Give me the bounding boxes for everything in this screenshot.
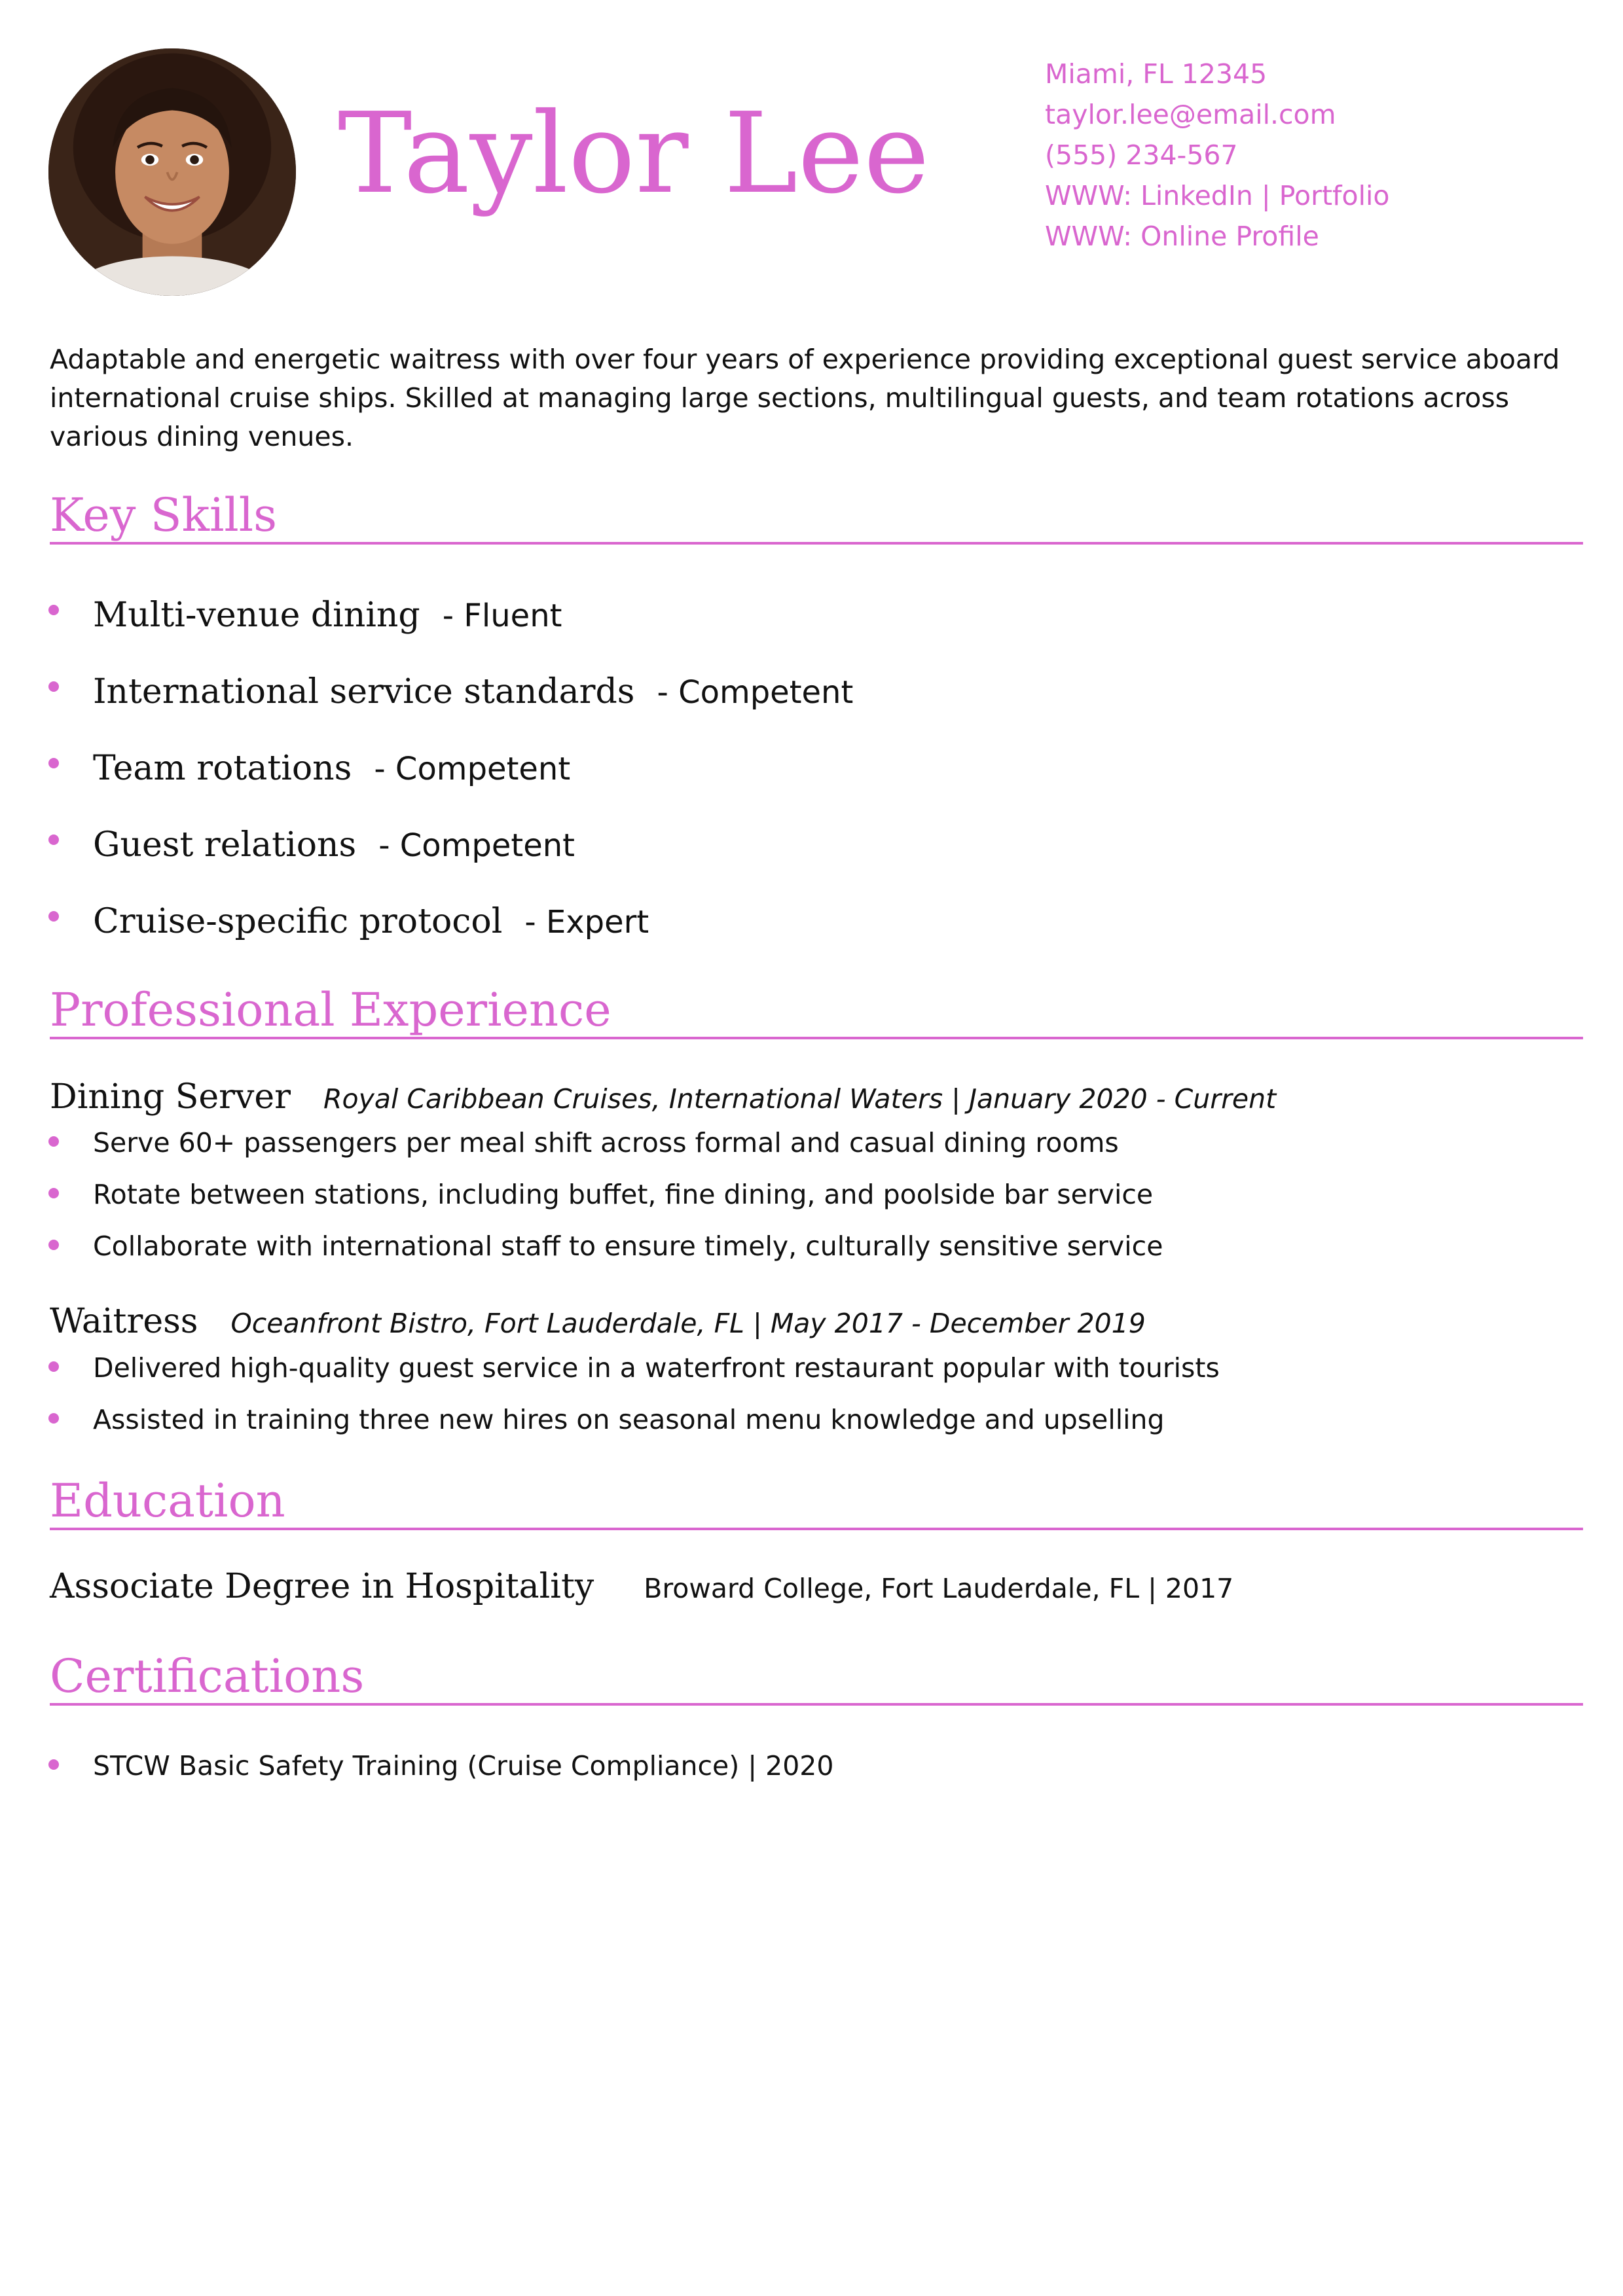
experience-divider — [50, 1037, 1583, 1039]
bullet-icon — [48, 1136, 59, 1147]
bullet-icon — [48, 834, 59, 845]
skill-name: Team rotations — [93, 749, 352, 788]
skill-level: - Competent — [378, 827, 575, 864]
job-bullet: Rotate between stations, including buffe… — [93, 1179, 1154, 1210]
contact-email[interactable]: taylor.lee@email.com — [1045, 99, 1336, 130]
job-bullet: Assisted in training three new hires on … — [93, 1404, 1165, 1435]
skill-name: Multi-venue dining — [93, 596, 420, 635]
job-bullet: Collaborate with international staff to … — [93, 1230, 1163, 1262]
education-entry: Associate Degree in Hospitality Broward C… — [50, 1570, 1233, 1604]
skill-item: International service standards - Compete… — [93, 675, 853, 709]
skill-level: - Competent — [657, 674, 854, 711]
experience-heading: Professional Experience — [50, 983, 611, 1037]
job-bullet: Serve 60+ passengers per meal shift acro… — [93, 1127, 1119, 1158]
contact-block: Miami, FL 12345 taylor.lee@email.com (55… — [1045, 54, 1582, 257]
bullet-icon — [48, 1413, 59, 1424]
summary-paragraph: Adaptable and energetic waitress with ov… — [50, 344, 1560, 452]
skill-level: - Competent — [374, 751, 571, 787]
skills-heading: Key Skills — [50, 488, 278, 542]
certification-item: STCW Basic Safety Training (Cruise Compl… — [93, 1750, 834, 1782]
bullet-icon — [48, 1240, 59, 1250]
job-meta: Royal Caribbean Cruises, International W… — [323, 1083, 1277, 1115]
certifications-divider — [50, 1703, 1583, 1706]
bullet-icon — [48, 911, 59, 922]
portrait-image — [48, 48, 296, 296]
skill-level: - Fluent — [442, 598, 562, 634]
bullet-icon — [48, 605, 59, 615]
education-degree: Associate Degree in Hospitality — [50, 1567, 594, 1606]
education-school: Broward College, Fort Lauderdale, FL | 2… — [644, 1573, 1234, 1604]
bullet-icon — [48, 1188, 59, 1198]
skill-item: Cruise-specific protocol - Expert — [93, 905, 649, 939]
job-header: Waitress Oceanfront Bistro, Fort Lauderda… — [50, 1304, 1146, 1338]
bullet-icon — [48, 681, 59, 692]
candidate-name: Taylor Lee — [338, 89, 930, 219]
job-bullet: Delivered high-quality guest service in … — [93, 1352, 1220, 1384]
education-heading: Education — [50, 1474, 285, 1528]
profile-photo — [48, 48, 296, 296]
contact-location: Miami, FL 12345 — [1045, 58, 1267, 90]
education-divider — [50, 1528, 1583, 1530]
skill-level: - Expert — [524, 904, 649, 941]
skill-name: Cruise-specific protocol — [93, 902, 503, 941]
skill-name: International service standards — [93, 672, 635, 711]
certifications-heading: Certifications — [50, 1649, 365, 1703]
bullet-icon — [48, 758, 59, 768]
skills-divider — [50, 542, 1583, 545]
skill-item: Team rotations - Competent — [93, 751, 570, 785]
job-header: Dining Server Royal Caribbean Cruises, In… — [50, 1080, 1276, 1114]
contact-links[interactable]: WWW: LinkedIn | Portfolio — [1045, 180, 1390, 211]
skill-name: Guest relations — [93, 825, 357, 865]
job-role: Dining Server — [50, 1077, 291, 1117]
contact-phone[interactable]: (555) 234-567 — [1045, 139, 1238, 171]
bullet-icon — [48, 1759, 59, 1770]
skill-item: Multi-venue dining - Fluent — [93, 598, 562, 632]
job-role: Waitress — [50, 1302, 198, 1341]
contact-profile[interactable]: WWW: Online Profile — [1045, 221, 1319, 252]
skill-item: Guest relations - Competent — [93, 828, 575, 862]
bullet-icon — [48, 1361, 59, 1372]
job-meta: Oceanfront Bistro, Fort Lauderdale, FL |… — [230, 1308, 1146, 1339]
